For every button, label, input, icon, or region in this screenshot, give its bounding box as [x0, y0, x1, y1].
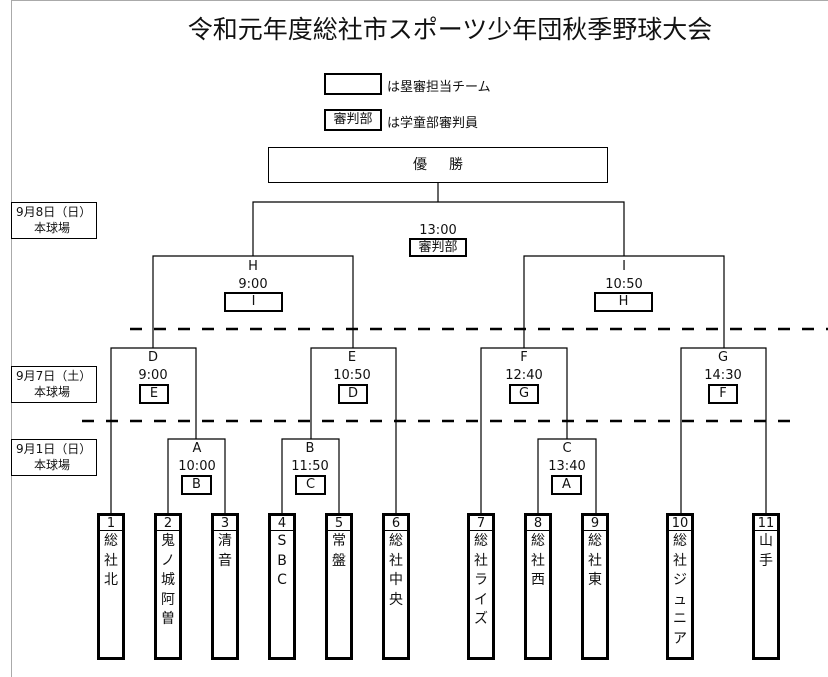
- team-name: 総社北: [104, 533, 118, 588]
- legend-team-umpire-box: [324, 73, 382, 95]
- final-time: 13:00: [419, 223, 457, 238]
- team-box: 1 総社北: [97, 513, 125, 660]
- team-number: 5: [328, 516, 350, 531]
- bracket-line-match-b: [281, 438, 340, 513]
- match-g-time: 14:30: [704, 368, 742, 383]
- team-number: 4: [271, 516, 293, 531]
- team-number: 2: [157, 516, 179, 531]
- page-title: 令和元年度総社市スポーツ少年団秋季野球大会: [187, 15, 713, 44]
- bracket-line-match-d: [110, 347, 197, 513]
- match-g-label: G: [717, 350, 729, 365]
- bracket-line-match-a: [167, 438, 226, 513]
- match-h-umpire-box: I: [224, 292, 283, 312]
- bracket-line-match-h: [152, 255, 354, 348]
- match-a-time: 10:00: [178, 459, 216, 474]
- bracket-line-match-c: [537, 438, 597, 513]
- date-box-first-round: 9月1日（日） 本球場: [11, 439, 97, 476]
- team-box: 6 総社中央: [382, 513, 410, 660]
- match-e-label: E: [347, 350, 357, 365]
- legend-dept-text: は学童部審判員: [387, 116, 479, 131]
- team-box: 8 総社西: [524, 513, 552, 660]
- team-number: 3: [214, 516, 236, 531]
- match-b-umpire-box: C: [295, 475, 326, 495]
- champion-box: 優勝: [268, 147, 608, 183]
- bracket-line-match-e: [310, 347, 397, 513]
- match-i-umpire-box: H: [594, 292, 653, 312]
- team-name: 総社西: [531, 533, 545, 588]
- venue-label: 本球場: [34, 221, 71, 235]
- match-f-umpire-box: G: [509, 384, 539, 404]
- final-umpire-box: 審判部: [409, 238, 467, 257]
- match-c-umpire-box: A: [551, 475, 582, 495]
- match-f-label: F: [520, 350, 528, 365]
- date-box-semis: 9月7日（土） 本球場: [11, 366, 97, 403]
- match-a-label: A: [192, 441, 202, 456]
- match-i-time: 10:50: [605, 277, 643, 292]
- team-number: 1: [100, 516, 122, 531]
- legend-dept-box: 審判部: [324, 109, 382, 131]
- team-box: 5 常盤: [325, 513, 353, 660]
- team-number: 9: [584, 516, 606, 531]
- match-i-label: I: [622, 259, 626, 274]
- team-name: 総社中央: [389, 533, 403, 608]
- venue-label: 本球場: [34, 385, 71, 399]
- match-e-time: 10:50: [333, 368, 371, 383]
- team-name: 山手: [759, 533, 773, 569]
- team-box: 3 清音: [211, 513, 239, 660]
- date-box-final: 9月8日（日） 本球場: [11, 202, 97, 239]
- date-label: 9月1日（日）: [16, 442, 92, 456]
- match-d-label: D: [147, 350, 158, 365]
- team-name: SBC: [277, 533, 287, 588]
- team-number: 7: [470, 516, 492, 531]
- match-b-time: 11:50: [291, 459, 329, 474]
- bracket-line-match-i: [523, 255, 725, 348]
- team-box: 10 総社ジュニア: [666, 513, 694, 660]
- match-d-umpire-box: E: [139, 384, 169, 404]
- match-a-umpire-box: B: [181, 475, 212, 495]
- bracket-line-match-f: [480, 347, 568, 513]
- venue-label: 本球場: [34, 458, 71, 472]
- date-label: 9月7日（土）: [16, 369, 92, 383]
- match-g-umpire-box: F: [708, 384, 738, 404]
- team-name: 総社東: [588, 533, 602, 588]
- team-name: 清音: [218, 533, 232, 569]
- team-number: 11: [755, 516, 777, 531]
- bracket-line-final: [252, 201, 625, 256]
- team-name: 常盤: [332, 533, 346, 569]
- team-box: 11 山手: [752, 513, 780, 660]
- legend-team-umpire-text: は塁審担当チーム: [387, 80, 491, 95]
- match-f-time: 12:40: [505, 368, 543, 383]
- team-number: 6: [385, 516, 407, 531]
- match-c-label: C: [562, 441, 572, 456]
- match-h-time: 9:00: [238, 277, 268, 292]
- match-d-time: 9:00: [138, 368, 168, 383]
- team-box: 9 総社東: [581, 513, 609, 660]
- bracket-line-match-g: [680, 347, 767, 513]
- team-box: 7 総社ライズ: [467, 513, 495, 660]
- team-name: 鬼ノ城阿曽: [161, 533, 175, 627]
- page-frame-left: [11, 0, 12, 677]
- team-number: 10: [669, 516, 691, 531]
- match-c-time: 13:40: [548, 459, 586, 474]
- date-label: 9月8日（日）: [16, 205, 92, 219]
- page-frame-top: [11, 0, 828, 1]
- team-box: 4 SBC: [268, 513, 296, 660]
- team-name: 総社ジュニア: [673, 533, 687, 647]
- team-box: 2 鬼ノ城阿曽: [154, 513, 182, 660]
- team-name: 総社ライズ: [474, 533, 488, 627]
- match-h-label: H: [248, 259, 258, 274]
- match-b-label: B: [305, 441, 315, 456]
- team-number: 8: [527, 516, 549, 531]
- match-e-umpire-box: D: [338, 384, 368, 404]
